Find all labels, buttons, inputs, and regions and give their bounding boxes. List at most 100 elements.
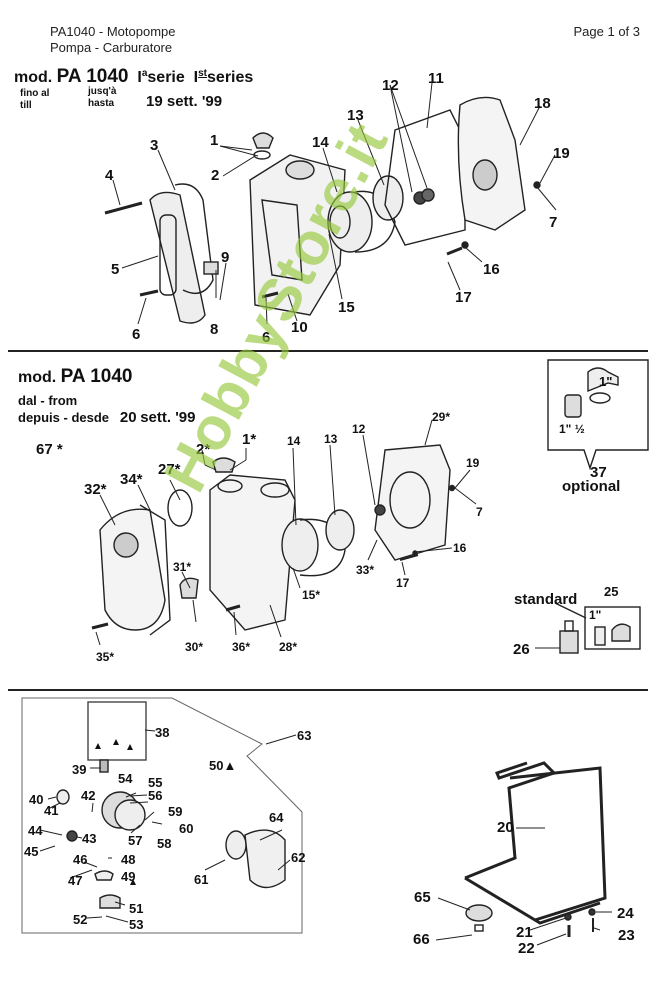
optional-size-small: 1"	[599, 374, 613, 389]
section2-model-heading: mod. PA 1040	[18, 366, 133, 388]
callout-12-new: 12	[352, 422, 366, 436]
callout-35: 35*	[96, 650, 115, 664]
page-indicator: Page 1 of 3	[573, 24, 641, 39]
gasket-34	[139, 504, 171, 636]
callout-29: 29*	[432, 410, 451, 424]
optional-label: optional	[562, 478, 621, 495]
callout-7: 7	[549, 214, 558, 231]
series-it: Iaserie	[137, 68, 185, 86]
callout-53: 53	[129, 917, 144, 932]
impeller-new-13	[325, 509, 355, 551]
bolts-21-24	[564, 908, 596, 937]
callout-45: 45	[24, 844, 39, 859]
carburetor-body	[56, 759, 146, 909]
frame-20	[464, 761, 607, 925]
model-name: PA 1040	[56, 66, 129, 87]
section-divider-2	[8, 689, 648, 691]
callout-16: 16	[483, 261, 500, 278]
from-line-1: dal - from	[18, 393, 78, 408]
series-en: Istseries	[193, 68, 254, 86]
callout-41: 41	[44, 803, 59, 818]
callout-23: 23	[618, 927, 635, 944]
callout-58: 58	[157, 836, 172, 851]
callout-6b: 6	[262, 329, 271, 346]
callout-64: 64	[269, 810, 284, 825]
callout-25: 25	[604, 584, 619, 599]
callout-5: 5	[111, 261, 120, 278]
callout-1: 1	[210, 132, 219, 149]
callout-3: 3	[150, 137, 159, 154]
optional-box-37	[547, 359, 649, 471]
callout-54: 54	[118, 771, 133, 786]
callout-65: 65	[414, 889, 431, 906]
callout-16-new: 16	[453, 541, 467, 555]
callout-2: 2	[211, 167, 220, 184]
carb-outline-63	[21, 697, 303, 934]
callout-11: 11	[428, 70, 444, 87]
callout-15-new: 15*	[302, 588, 321, 602]
callout-34: 34*	[120, 471, 143, 488]
from-line-2: depuis - desde 20 sett. '99	[18, 409, 196, 426]
callout-33: 33*	[356, 563, 375, 577]
callout-32: 32*	[84, 481, 107, 498]
pump-body	[249, 154, 346, 316]
callout-14: 14	[312, 134, 329, 151]
date-day: 20	[119, 409, 137, 426]
callout-28: 28*	[279, 640, 298, 654]
callout-14-new: 14	[287, 434, 301, 448]
section1-date: 19 sett. '99	[146, 93, 223, 110]
standard-size: 1"	[589, 608, 602, 622]
document-title: PA1040 - Motopompe Pompa - Carburatore	[50, 24, 176, 56]
model-prefix: mod.	[14, 69, 53, 86]
callout-12: 12	[382, 77, 399, 94]
standard-kit-25	[554, 602, 641, 650]
callout-55: 55	[148, 775, 163, 790]
callout-17: 17	[455, 289, 472, 306]
callout-57: 57	[128, 833, 143, 848]
warning-triangles	[95, 739, 136, 885]
callout-4: 4	[105, 167, 114, 184]
callout-50: 50▲	[209, 758, 237, 773]
callout-42: 42	[81, 788, 96, 803]
callout-24: 24	[617, 905, 634, 922]
callout-44: 44	[28, 823, 43, 838]
callout-36: 36*	[232, 640, 251, 654]
air-filter-61-62	[225, 829, 286, 889]
callout-66: 66	[413, 931, 430, 948]
callout-56: 56	[148, 788, 163, 803]
title-line-2: Pompa - Carburatore	[50, 40, 173, 55]
callout-31: 31*	[173, 560, 192, 574]
callout-62: 62	[291, 850, 306, 865]
title-line-1: PA1040 - Motopompe	[50, 24, 176, 39]
gasket-11	[384, 109, 466, 246]
callout-63: 63	[297, 728, 312, 743]
callout-20: 20	[497, 819, 514, 836]
callout-17-new: 17	[396, 576, 410, 590]
callout-67: 67 *	[36, 441, 63, 458]
callout-51: 51	[129, 901, 144, 916]
callout-49: 49	[121, 869, 136, 884]
optional-size-large: 1" ½	[559, 422, 585, 436]
callout-21: 21	[516, 924, 533, 941]
callout-43: 43	[82, 831, 97, 846]
gasket-27	[167, 489, 193, 527]
callout-7-new: 7	[476, 505, 483, 519]
impeller-13	[372, 175, 404, 221]
date-rest: sett. '99	[140, 409, 196, 426]
bolt-6a	[139, 289, 159, 297]
callout-6a: 6	[132, 326, 141, 343]
callout-8: 8	[210, 321, 219, 338]
optional-number: 37	[590, 464, 607, 481]
callout-19: 19	[553, 145, 570, 162]
standard-label: standard	[514, 591, 578, 608]
callout-48: 48	[121, 852, 136, 867]
callout-52: 52	[73, 912, 88, 927]
bolt-6b	[261, 291, 279, 299]
model-name: PA 1040	[60, 366, 133, 387]
leader-lines	[39, 82, 612, 946]
callout-26: 26	[513, 641, 530, 658]
callout-61: 61	[194, 872, 209, 887]
